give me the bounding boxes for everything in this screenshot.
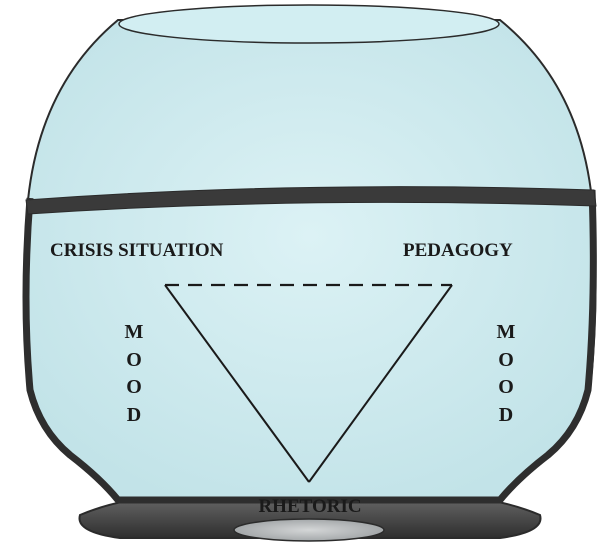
side-text-right-letter: O: [498, 376, 514, 398]
side-text-left: M O O D: [125, 321, 144, 426]
edge-crisis-rhetoric: [164, 284, 310, 483]
label-pedagogy: PEDAGOGY: [403, 240, 513, 261]
side-text-left-letter: D: [127, 404, 141, 426]
side-text-left-letter: M: [125, 321, 144, 343]
side-text-right-letter: D: [499, 404, 513, 426]
side-text-left-letter: O: [126, 376, 142, 398]
side-text-left-letter: O: [126, 349, 142, 371]
water-outline: [22, 189, 597, 504]
side-text-right-letter: M: [497, 321, 516, 343]
bowl-base-inner: [233, 518, 385, 542]
label-crisis-situation: CRISIS SITUATION: [50, 240, 224, 261]
label-rhetoric: RHETORIC: [258, 496, 361, 517]
side-text-right: M O O D: [497, 321, 516, 426]
bowl-rim-opening: [118, 4, 500, 44]
side-text-right-letter: O: [498, 349, 514, 371]
edge-pedagogy-rhetoric: [308, 284, 453, 483]
water-surface-band: [25, 186, 597, 215]
